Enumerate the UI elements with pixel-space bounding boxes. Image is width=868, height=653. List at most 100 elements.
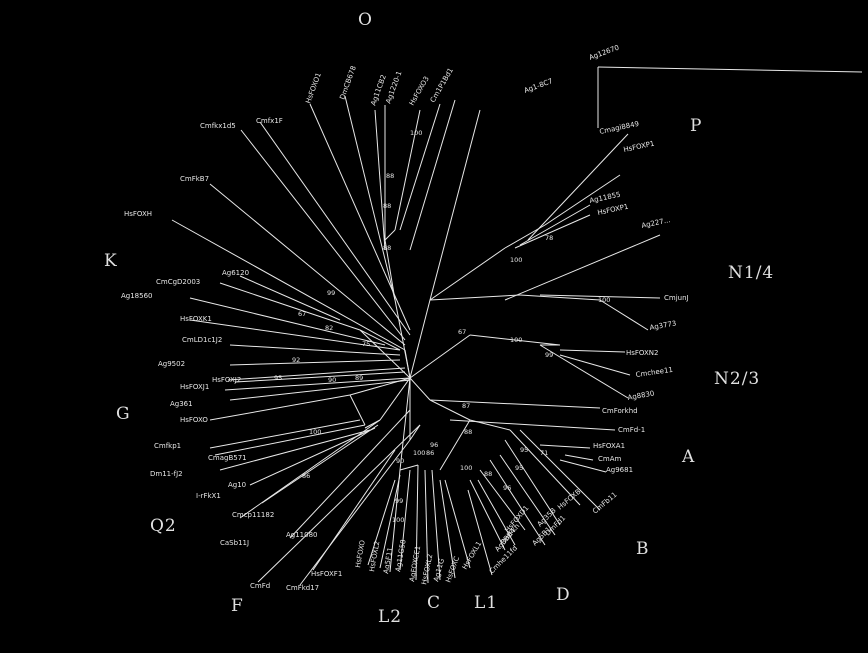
leaf-label: HsFOXO3 (408, 75, 431, 107)
bootstrap-value: 99 (327, 289, 335, 297)
leaf-label: HsFOXC (444, 555, 461, 583)
leaf-branch-45 (209, 394, 351, 421)
leaf-label: CmFb11 (591, 491, 618, 516)
leaf-label: HsFOXH (124, 210, 152, 218)
bootstrap-value: 67 (298, 310, 306, 318)
bootstrap-value: 96 (503, 484, 511, 492)
leaf-label: HsFOXL1 (461, 540, 484, 571)
leaf-label: HsFOXP1 (597, 203, 629, 217)
bootstrap-value: 99 (395, 497, 403, 505)
leaf-branch-57 (209, 183, 406, 346)
bootstrap-value: 86 (302, 472, 310, 480)
leaf-branch-12 (429, 399, 601, 409)
leaf-label: HsFOXF1 (311, 570, 342, 578)
leaf-label: Ag18560 (121, 292, 153, 300)
leaf-branch-56 (171, 219, 406, 351)
leaf-label: CmForkhd (602, 407, 638, 415)
inner-branch-13 (404, 349, 411, 379)
bootstrap-value: 100 (413, 449, 425, 457)
leaf-branch-65 (399, 103, 441, 231)
leaf-branch-5 (514, 214, 591, 249)
leaf-branch-64 (394, 109, 421, 231)
leaf-label: CmLD1c1J2 (182, 336, 222, 344)
clade-label-n2-3: N2/3 (714, 369, 760, 389)
leaf-label: Dm11-fJ2 (150, 470, 183, 478)
leaf-branch-47 (224, 377, 411, 391)
leaf-label: CmagB571 (208, 454, 247, 462)
leaf-branch-62 (374, 109, 386, 251)
leaf-branch-27 (439, 479, 456, 579)
leaf-branch-46 (229, 379, 411, 401)
leaf-label: CmFkB7 (180, 175, 209, 183)
leaf-branch-59 (259, 121, 411, 336)
leaf-label: Ag11G (432, 558, 446, 583)
leaf-branch-51 (229, 344, 401, 356)
leaf-branch-37 (312, 449, 396, 571)
leaf-label: Ag1-8C7 (523, 77, 554, 95)
bootstrap-value: 100 (309, 428, 321, 436)
bootstrap-value: 86 (426, 449, 434, 457)
leaf-label: HsFOXJ2 (212, 376, 241, 384)
inner-branch-25 (349, 394, 366, 426)
leaf-branch-66 (409, 99, 456, 251)
clade-label-d: D (556, 585, 571, 605)
clade-label-g: G (116, 404, 131, 424)
leaf-branch-29 (424, 469, 429, 584)
bootstrap-value: 100 (598, 296, 610, 304)
leaf-branch-6 (504, 234, 661, 301)
inner-branch-23 (409, 424, 421, 441)
leaf-branch-53 (189, 297, 386, 346)
leaf-branch-16 (559, 459, 607, 473)
inner-branch-4 (519, 294, 601, 301)
leaf-label: Ag11G58 (394, 539, 408, 572)
leaf-label: HsFOXB (556, 488, 582, 512)
inner-branch-12 (359, 329, 401, 351)
bootstrap-value: 88 (484, 470, 492, 478)
leaf-label: CmFkd17 (286, 584, 319, 592)
leaf-label: Ag10 (228, 481, 246, 489)
clade-label-f: F (231, 596, 244, 616)
bootstrap-value: 96 (430, 441, 438, 449)
bootstrap-value: 89 (355, 374, 363, 382)
leaf-branch-7 (539, 294, 661, 299)
leaf-branch-10 (559, 354, 631, 376)
leaf-label: CmFd-1 (618, 426, 645, 434)
leaf-label: I-rFkX1 (196, 492, 221, 500)
leaf-label: Cmagi8849 (599, 120, 640, 136)
bootstrap-value: 95 (520, 446, 528, 454)
clade-label-c: C (427, 593, 441, 613)
leaf-label: Ag3773 (649, 319, 677, 332)
leaf-branch-42 (219, 429, 371, 471)
leaf-label: CmCgD2003 (156, 278, 200, 286)
leaf-branch-30 (415, 464, 419, 581)
clade-label-p: P (690, 116, 702, 136)
leaf-branch-35 (257, 424, 421, 583)
leaf-branch-25 (467, 489, 493, 576)
leaf-label: HsFOXO1 (304, 72, 323, 105)
leaf-label: CmjunJ (664, 294, 689, 302)
leaf-branch-23 (477, 479, 516, 546)
leaf-label: Cmfkx1d5 (200, 122, 236, 130)
leaf-branch-15 (564, 454, 594, 461)
leaf-label: CmFd (250, 582, 270, 590)
leaf-branch-13 (449, 419, 616, 431)
leaf-branch-36 (299, 439, 411, 586)
leaf-branch-18 (519, 429, 601, 511)
leaf-branch-60 (309, 103, 411, 331)
bootstrap-value: 92 (292, 356, 300, 364)
leaf-label: Ag1220-1 (384, 70, 403, 105)
leaf-branch-34 (367, 479, 396, 566)
leaf-label: Cmfx1F (256, 117, 283, 125)
leaf-branch-4 (519, 204, 591, 246)
leaf-branch-3 (544, 174, 621, 226)
bootstrap-value: 87 (462, 402, 470, 410)
leaf-branch-14 (539, 444, 591, 449)
leaf-label: HsFOXP1 (623, 140, 655, 154)
leaf-branch-43 (214, 424, 366, 456)
leaf-branch-32 (389, 469, 401, 573)
leaf-branch-55 (239, 275, 341, 321)
inner-branch-21 (399, 464, 419, 471)
leaf-branch-22 (479, 469, 526, 531)
leaf-branch-21 (489, 459, 546, 546)
